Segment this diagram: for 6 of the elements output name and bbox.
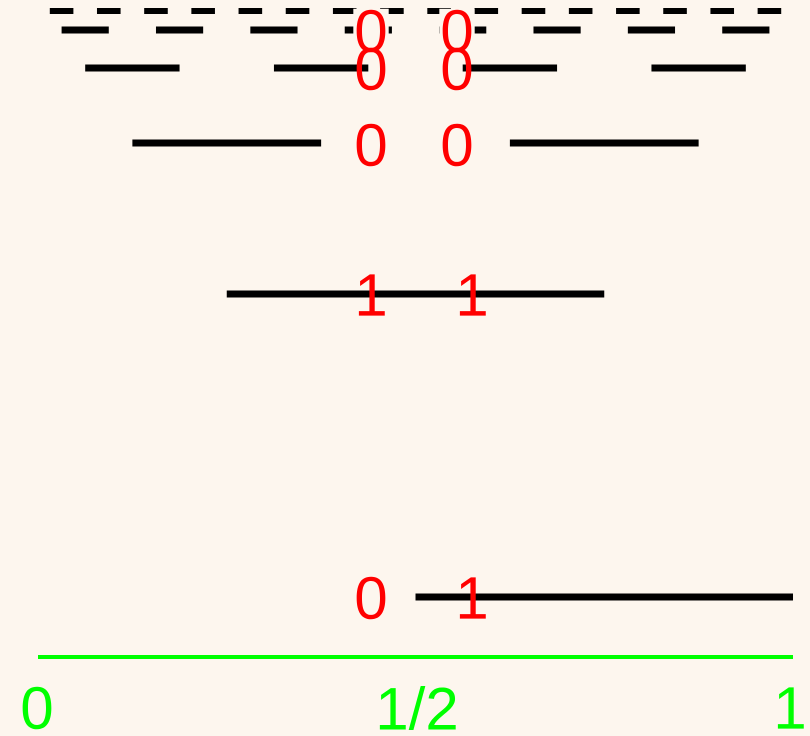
binary-digit: 0	[356, 124, 386, 166]
binary-digit: 0	[442, 124, 472, 166]
axis-label: 1	[778, 687, 804, 729]
axis-label: 1/2	[380, 686, 456, 730]
axis-label: 0	[22, 686, 52, 730]
binary-digit: 0	[356, 576, 386, 620]
